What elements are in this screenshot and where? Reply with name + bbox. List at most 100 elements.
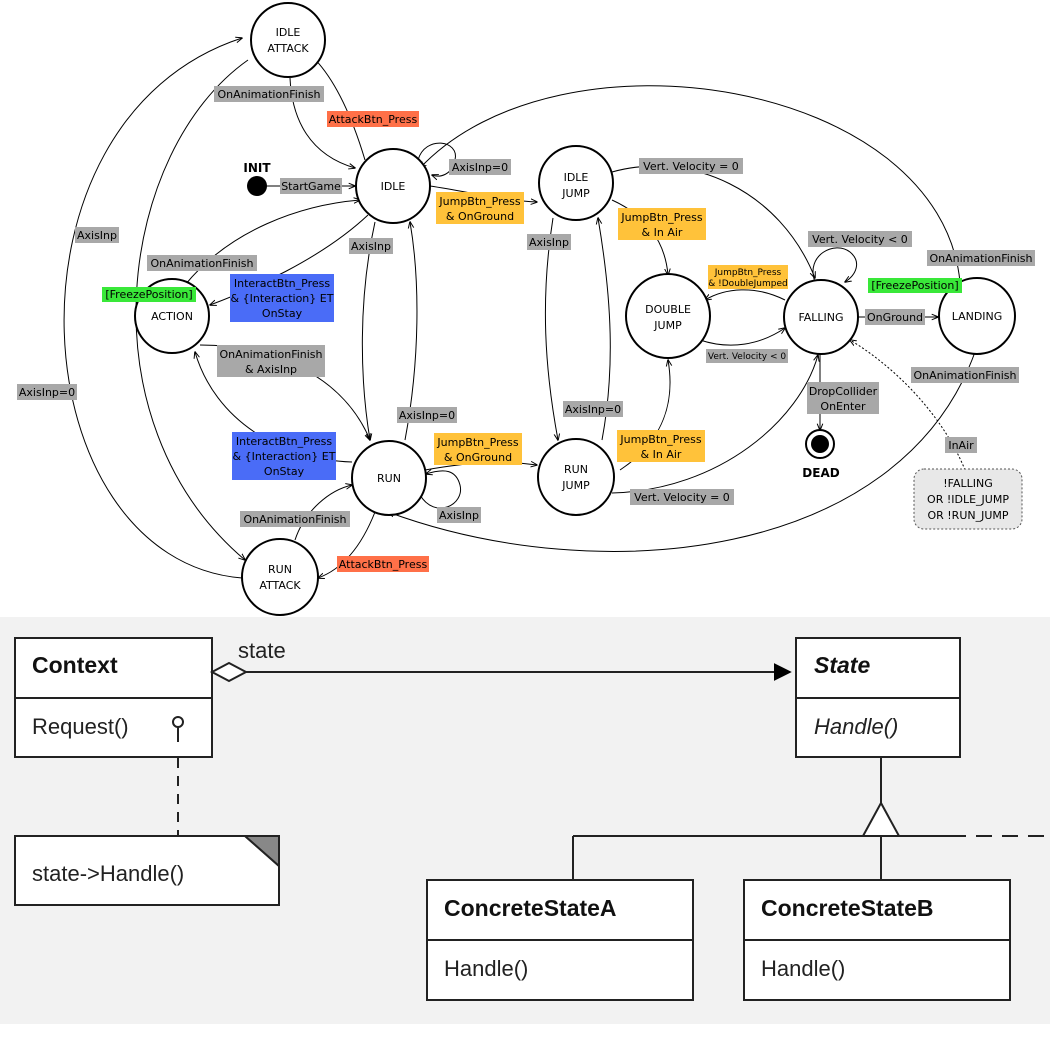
state-landing bbox=[938, 277, 1016, 355]
note-box bbox=[14, 835, 280, 906]
label-bg-interact-idle bbox=[230, 274, 334, 322]
association-label: state bbox=[238, 638, 286, 663]
label-interact-run-2: & {Interaction} ET bbox=[233, 450, 336, 463]
concrete-state-b-operation: Handle() bbox=[761, 956, 845, 981]
label-bg-drop-collider bbox=[807, 382, 879, 414]
state-run-jump bbox=[537, 438, 615, 516]
label-axis-zero-jump: AxisInp=0 bbox=[565, 403, 621, 416]
label-freeze-landing: [FreezePosition] bbox=[871, 279, 958, 292]
state-machine: IDLE ATTACK IDLE ACTION RUN RUN ATTACK I… bbox=[17, 2, 1035, 616]
label-bg-axis-jump bbox=[527, 234, 571, 250]
state-run-label: RUN bbox=[377, 472, 401, 485]
label-jump-ground-run-1: JumpBtn_Press bbox=[436, 436, 518, 449]
dead-inner bbox=[811, 435, 829, 453]
label-bg-on-ground bbox=[865, 309, 925, 325]
label-bg-axis-left bbox=[75, 227, 119, 243]
state-run-attack bbox=[241, 538, 319, 616]
label-bg-freeze-landing bbox=[868, 278, 962, 293]
state-class-name: State bbox=[814, 652, 870, 678]
label-bg-jump-air-bottom bbox=[617, 430, 705, 462]
state-double-jump-label-2: JUMP bbox=[653, 319, 682, 332]
state-action-label: ACTION bbox=[151, 310, 193, 323]
state-landing-label: LANDING bbox=[952, 310, 1003, 323]
label-bg-attack-press-run bbox=[337, 556, 429, 572]
uml-state-pattern: Context Request() state->Handle() state … bbox=[0, 617, 1050, 1024]
label-jump-ground-idle-1: JumpBtn_Press bbox=[438, 195, 520, 208]
label-bg-in-air bbox=[945, 437, 977, 453]
label-on-anim-axis-2: & AxisInp bbox=[245, 363, 297, 376]
label-axis-idle-run: AxisInp bbox=[351, 240, 391, 253]
label-bg-on-anim-axis bbox=[217, 345, 325, 377]
state-run-jump-label-2: JUMP bbox=[561, 479, 590, 492]
note-anchor bbox=[172, 716, 184, 728]
label-axis-zero-idle: AxisInp=0 bbox=[452, 161, 508, 174]
label-bg-axis-run-self bbox=[437, 507, 481, 523]
label-freeze-action: [FreezePosition] bbox=[105, 288, 192, 301]
label-jump-not-double-2: & !DoubleJumped bbox=[708, 279, 787, 289]
label-interact-idle-2: & {Interaction} ET bbox=[231, 292, 334, 305]
note-text: state->Handle() bbox=[32, 861, 184, 886]
state-idle-jump-label-1: IDLE bbox=[564, 171, 589, 184]
label-on-anim-axis-1: OnAnimationFinish bbox=[219, 348, 322, 361]
edge-idle-jump-to-run-jump bbox=[544, 217, 558, 440]
state-idle-attack bbox=[250, 2, 326, 78]
state-falling bbox=[783, 279, 859, 355]
label-bg-start-game bbox=[280, 178, 342, 194]
state-idle-jump bbox=[538, 145, 614, 221]
label-interact-run-3: OnStay bbox=[264, 465, 305, 478]
label-bg-on-anim-finish-top bbox=[214, 86, 324, 102]
condition-note bbox=[913, 468, 1023, 530]
edge-idle-to-action bbox=[210, 214, 369, 305]
label-vert-zero-bottom: Vert. Velocity = 0 bbox=[634, 491, 730, 504]
label-bg-attack-press-top bbox=[327, 111, 419, 127]
label-axis-jump: AxisInp bbox=[529, 236, 569, 249]
state-double-jump bbox=[625, 273, 711, 359]
label-vert-zero-top: Vert. Velocity = 0 bbox=[643, 160, 739, 173]
state-falling-label: FALLING bbox=[798, 311, 843, 324]
label-start-game: StartGame bbox=[281, 180, 341, 193]
label-jump-ground-idle-2: & OnGround bbox=[446, 210, 514, 223]
state-double-jump-label-1: DOUBLE bbox=[645, 303, 691, 316]
init-label: INIT bbox=[243, 161, 271, 175]
state-run-jump-label-1: RUN bbox=[564, 463, 588, 476]
label-on-anim-finish-top: OnAnimationFinish bbox=[217, 88, 320, 101]
edge-falling-to-double bbox=[705, 289, 786, 300]
context-operation: Request() bbox=[32, 714, 129, 739]
transition-labels: OnAnimationFinish AttackBtn_Press StartG… bbox=[17, 86, 1035, 572]
label-bg-jump-air-top bbox=[618, 208, 706, 240]
label-attack-press-top: AttackBtn_Press bbox=[329, 113, 418, 126]
label-bg-vert-zero-bottom bbox=[630, 489, 734, 505]
edge-landing-to-run bbox=[388, 351, 976, 552]
edge-idle-to-run bbox=[361, 221, 376, 440]
label-vert-neg-self: Vert. Velocity < 0 bbox=[812, 233, 908, 246]
label-drop-collider-2: OnEnter bbox=[820, 400, 866, 413]
state-idle-label: IDLE bbox=[381, 180, 406, 193]
edge-run-self bbox=[419, 471, 461, 509]
concrete-state-a-name: ConcreteStateA bbox=[444, 895, 617, 921]
label-bg-on-anim-finish-run bbox=[240, 511, 350, 527]
label-bg-vert-zero-top bbox=[639, 158, 743, 174]
label-axis-zero-left: AxisInp=0 bbox=[19, 386, 75, 399]
edge-landing-to-idle bbox=[420, 85, 961, 283]
note-line-2: OR !IDLE_JUMP bbox=[927, 493, 1009, 506]
state-run bbox=[351, 440, 427, 516]
context-class-name: Context bbox=[32, 652, 118, 678]
label-on-anim-finish-run: OnAnimationFinish bbox=[243, 513, 346, 526]
label-bg-axis-zero-idle bbox=[449, 159, 511, 175]
label-axis-zero-run: AxisInp=0 bbox=[399, 409, 455, 422]
note-line-3: OR !RUN_JUMP bbox=[927, 509, 1008, 522]
concrete-state-b-name: ConcreteStateB bbox=[761, 895, 934, 921]
state-idle-jump-label-2: JUMP bbox=[561, 187, 590, 200]
states: IDLE ATTACK IDLE ACTION RUN RUN ATTACK I… bbox=[134, 2, 1016, 616]
label-bg-jump-ground-run bbox=[434, 433, 522, 465]
edge-double-to-falling bbox=[699, 328, 785, 346]
edge-falling-self bbox=[812, 247, 858, 282]
label-vert-neg-small: Vert. Velocity < 0 bbox=[708, 352, 787, 362]
label-bg-axis-zero-run bbox=[397, 407, 457, 423]
label-axis-left: AxisInp bbox=[77, 229, 117, 242]
state-run-attack-label-1: RUN bbox=[268, 563, 292, 576]
edge-run-attack-to-run bbox=[294, 485, 352, 541]
label-interact-idle-1: InteractBtn_Press bbox=[234, 277, 330, 290]
state-idle bbox=[355, 148, 431, 224]
